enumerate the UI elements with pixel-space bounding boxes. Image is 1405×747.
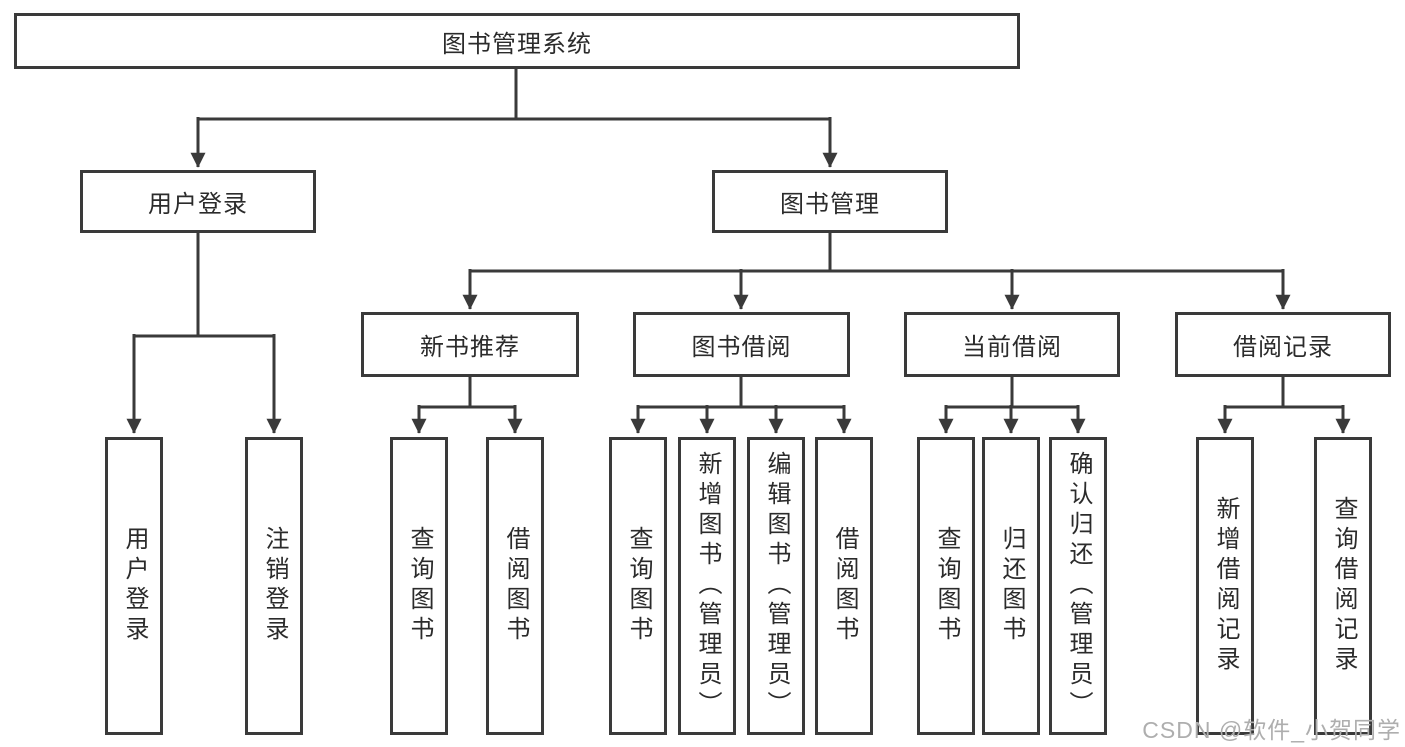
node-label: 查询借阅记录 [1330,496,1357,676]
node-book-borrowing: 图书借阅 [633,312,850,377]
node-label: 查询图书 [625,526,652,646]
node-leaf-return-books: 归还图书 [982,437,1040,735]
node-label: 确认归还（管理员） [1065,451,1092,721]
node-leaf-query-books-recommend: 查询图书 [390,437,448,735]
node-user-login: 用户登录 [80,170,316,233]
node-label: 借阅记录 [1233,334,1333,361]
node-library-management-system: 图书管理系统 [14,13,1020,69]
node-label: 编辑图书（管理员） [763,451,790,721]
node-leaf-borrow-books-borrowing: 借阅图书 [815,437,873,735]
node-leaf-add-borrow-record: 新增借阅记录 [1196,437,1254,735]
node-label: 查询图书 [933,526,960,646]
node-borrowing-records: 借阅记录 [1175,312,1391,377]
node-label: 当前借阅 [962,334,1062,361]
node-book-management: 图书管理 [712,170,948,233]
node-label: 借阅图书 [502,526,529,646]
node-label: 借阅图书 [831,526,858,646]
node-label: 新增借阅记录 [1212,496,1239,676]
node-leaf-confirm-return-admin: 确认归还（管理员） [1049,437,1107,735]
node-leaf-user-login: 用户登录 [105,437,163,735]
node-leaf-logout: 注销登录 [245,437,303,735]
node-leaf-add-books-admin: 新增图书（管理员） [678,437,736,735]
node-label: 注销登录 [261,526,288,646]
node-label: 图书管理 [780,191,880,218]
node-label: 新增图书（管理员） [694,451,721,721]
node-leaf-borrow-books-recommend: 借阅图书 [486,437,544,735]
node-leaf-query-books-current: 查询图书 [917,437,975,735]
node-label: 查询图书 [406,526,433,646]
node-leaf-edit-books-admin: 编辑图书（管理员） [747,437,805,735]
node-leaf-query-borrow-record: 查询借阅记录 [1314,437,1372,735]
watermark: CSDN @软件_小贺同学 [1142,717,1401,743]
node-label: 图书管理系统 [442,30,592,58]
node-label: 用户登录 [121,526,148,646]
node-label: 图书借阅 [691,334,792,361]
node-leaf-query-books-borrowing: 查询图书 [609,437,667,735]
node-label: 归还图书 [998,526,1025,646]
node-current-borrowing: 当前借阅 [904,312,1120,377]
node-label: 用户登录 [148,191,248,218]
node-label: 新书推荐 [420,334,520,361]
node-new-book-recommendation: 新书推荐 [361,312,579,377]
